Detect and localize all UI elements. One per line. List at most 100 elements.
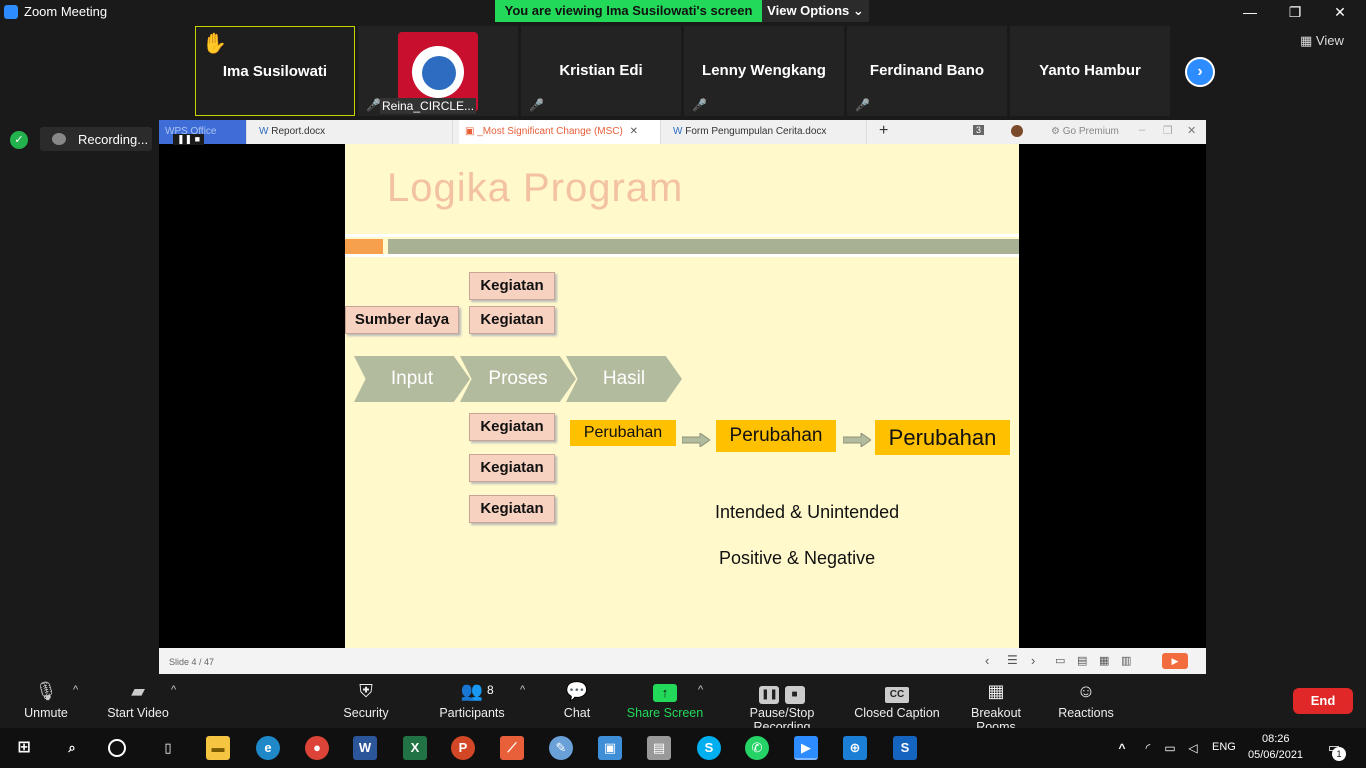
breakout-rooms-button[interactable]: ▦Breakout Rooms (950, 674, 1042, 734)
avatar[interactable] (1011, 125, 1023, 137)
participant-tile[interactable]: Ferdinand Bano 🎤 (847, 26, 1007, 116)
list-icon[interactable]: ☰ (1007, 653, 1018, 667)
paint-icon[interactable]: ✎ (549, 736, 573, 760)
perubahan-box-small: Perubahan (570, 420, 676, 446)
clock-date[interactable]: 05/06/2021 (1248, 749, 1304, 761)
powerpoint-icon[interactable]: P (451, 736, 475, 760)
normal-view-icon[interactable]: ▭ (1055, 655, 1066, 667)
tab-msc[interactable]: ▣ _Most Significant Change (MSC) ✕ (459, 120, 661, 144)
show-hidden-icons-chevron-icon[interactable]: ^ (1118, 741, 1126, 755)
cc-icon: CC (854, 674, 940, 706)
close-icon[interactable]: ✕ (629, 126, 639, 137)
security-button[interactable]: ⛨Security (336, 674, 396, 728)
sketchup-icon[interactable]: S (893, 736, 917, 760)
task-view-icon[interactable]: ▯ (164, 740, 172, 755)
reactions-icon: ☺ (1076, 681, 1096, 701)
next-slide-icon[interactable]: › (1031, 653, 1036, 668)
participant-name: Kristian Edi (559, 62, 643, 79)
participants-button[interactable]: 👥Participants (436, 674, 508, 728)
participant-name: Yanto Hambur (1039, 62, 1141, 79)
premium-icon: ⚙ (1051, 126, 1060, 137)
pause-icon[interactable]: ❚❚ ■ (173, 134, 205, 145)
slide-sorter-icon[interactable]: ▦ (1099, 655, 1110, 667)
muted-mic-icon: 🎤 (692, 98, 707, 112)
participant-tile[interactable]: Kristian Edi 🎤 (521, 26, 681, 116)
view-label: View (1315, 33, 1344, 48)
scanner-icon[interactable]: ▤ (647, 736, 671, 760)
volume-icon[interactable]: ◁ (1188, 741, 1198, 755)
chat-button[interactable]: 💬Chat (552, 674, 602, 728)
zoom-taskbar-icon[interactable]: ▶ (794, 736, 818, 760)
unmute-button[interactable]: 🎙Unmute (14, 674, 78, 728)
network-app-icon[interactable]: ⊕ (843, 736, 867, 760)
right-arrow-icon (682, 433, 710, 447)
skype-icon[interactable]: S (697, 736, 721, 760)
kegiatan-box: Kegiatan (469, 272, 555, 300)
gallery-next-button[interactable]: › (1185, 57, 1215, 87)
breakout-rooms-icon: ▦ (987, 681, 1005, 701)
chevron-down-icon: ⌄ (852, 3, 864, 18)
tab-label: Form Pengumpulan Cerita.docx (685, 126, 827, 137)
share-options-chevron-icon[interactable]: ^ (698, 684, 704, 696)
chrome-icon[interactable]: ● (305, 736, 329, 760)
go-premium-button[interactable]: ⚙ Go Premium (1051, 126, 1119, 137)
battery-icon[interactable]: ▭ (1164, 741, 1176, 755)
accent-bar (345, 239, 383, 254)
slide-counter: Slide 4 / 47 (169, 657, 215, 667)
meeting-toolbar: 🎙Unmute ^ ▰Start Video ^ ⛨Security 👥Part… (0, 674, 1366, 734)
new-tab-button[interactable]: + (879, 122, 889, 139)
edge-icon[interactable]: e (256, 736, 280, 760)
restore-icon[interactable]: ❐ (1288, 4, 1302, 20)
cortana-icon[interactable] (108, 739, 126, 757)
windows-start-icon[interactable]: ⊞ (17, 739, 31, 756)
participant-tile[interactable]: Yanto Hambur (1010, 26, 1170, 116)
closed-caption-label: Closed Caption (854, 706, 940, 720)
excel-icon[interactable]: X (403, 736, 427, 760)
video-off-icon: ▰ (131, 681, 145, 701)
audio-options-chevron-icon[interactable]: ^ (73, 684, 79, 696)
play-slideshow-icon[interactable]: ▶ (1162, 653, 1188, 669)
tab-report[interactable]: W Report.docx (253, 120, 453, 144)
view-options-button[interactable]: View Options ⌄ (762, 0, 869, 22)
video-options-chevron-icon[interactable]: ^ (171, 684, 177, 696)
view-button[interactable]: ▦ View (1300, 33, 1358, 53)
zoom-logo-icon (4, 5, 18, 19)
language-indicator[interactable]: ENG (1212, 741, 1236, 753)
reactions-label: Reactions (1058, 706, 1114, 720)
recording-label: Recording... (78, 132, 149, 147)
end-meeting-button[interactable]: End (1293, 688, 1353, 714)
participant-tile[interactable]: Lenny Wengkang 🎤 (684, 26, 844, 116)
muted-mic-icon: 🎤 (366, 98, 381, 112)
outline-view-icon[interactable]: ▤ (1077, 655, 1088, 667)
whatsapp-icon[interactable]: ✆ (745, 736, 769, 760)
search-icon[interactable]: ⌕ (68, 740, 76, 755)
tab-label: WPS Office (165, 126, 217, 137)
reading-view-icon[interactable]: ▥ (1121, 655, 1132, 667)
pause-stop-recording-button[interactable]: ❚❚ ■Pause/Stop Recording (720, 674, 844, 734)
share-screen-button[interactable]: ↑Share Screen (626, 674, 704, 728)
tab-form[interactable]: W Form Pengumpulan Cerita.docx (667, 120, 867, 144)
kegiatan-box: Kegiatan (469, 413, 555, 441)
wps-restore-icon[interactable]: ❐ (1163, 125, 1173, 137)
close-icon[interactable]: ✕ (1334, 4, 1346, 20)
start-video-button[interactable]: ▰Start Video (103, 674, 173, 728)
wps-pdf-icon[interactable]: ⟋ (500, 736, 524, 760)
wps-close-icon[interactable]: ✕ (1187, 125, 1197, 137)
word-icon[interactable]: W (353, 736, 377, 760)
participant-tile[interactable]: Reina_CIRCLE... 🎤 (358, 26, 518, 116)
clock-time[interactable]: 08:26 (1262, 733, 1290, 745)
recording-indicator[interactable]: Recording... (40, 127, 152, 151)
control-panel-icon[interactable]: ▣ (598, 736, 622, 760)
wifi-icon[interactable]: ◜ (1145, 741, 1151, 755)
wps-minimize-icon[interactable]: – (1139, 124, 1146, 136)
share-screen-label: Share Screen (626, 706, 704, 720)
prev-slide-icon[interactable]: ‹ (985, 653, 990, 668)
kegiatan-box: Kegiatan (469, 495, 555, 523)
minimize-icon[interactable]: — (1243, 4, 1257, 20)
file-explorer-icon[interactable]: ▬ (206, 736, 230, 760)
participants-chevron-icon[interactable]: ^ (520, 684, 526, 696)
reactions-button[interactable]: ☺ Reactions (1056, 674, 1116, 728)
participant-tile[interactable]: ✋ Ima Susilowati (195, 26, 355, 116)
chevron-proses: Proses (460, 356, 576, 402)
